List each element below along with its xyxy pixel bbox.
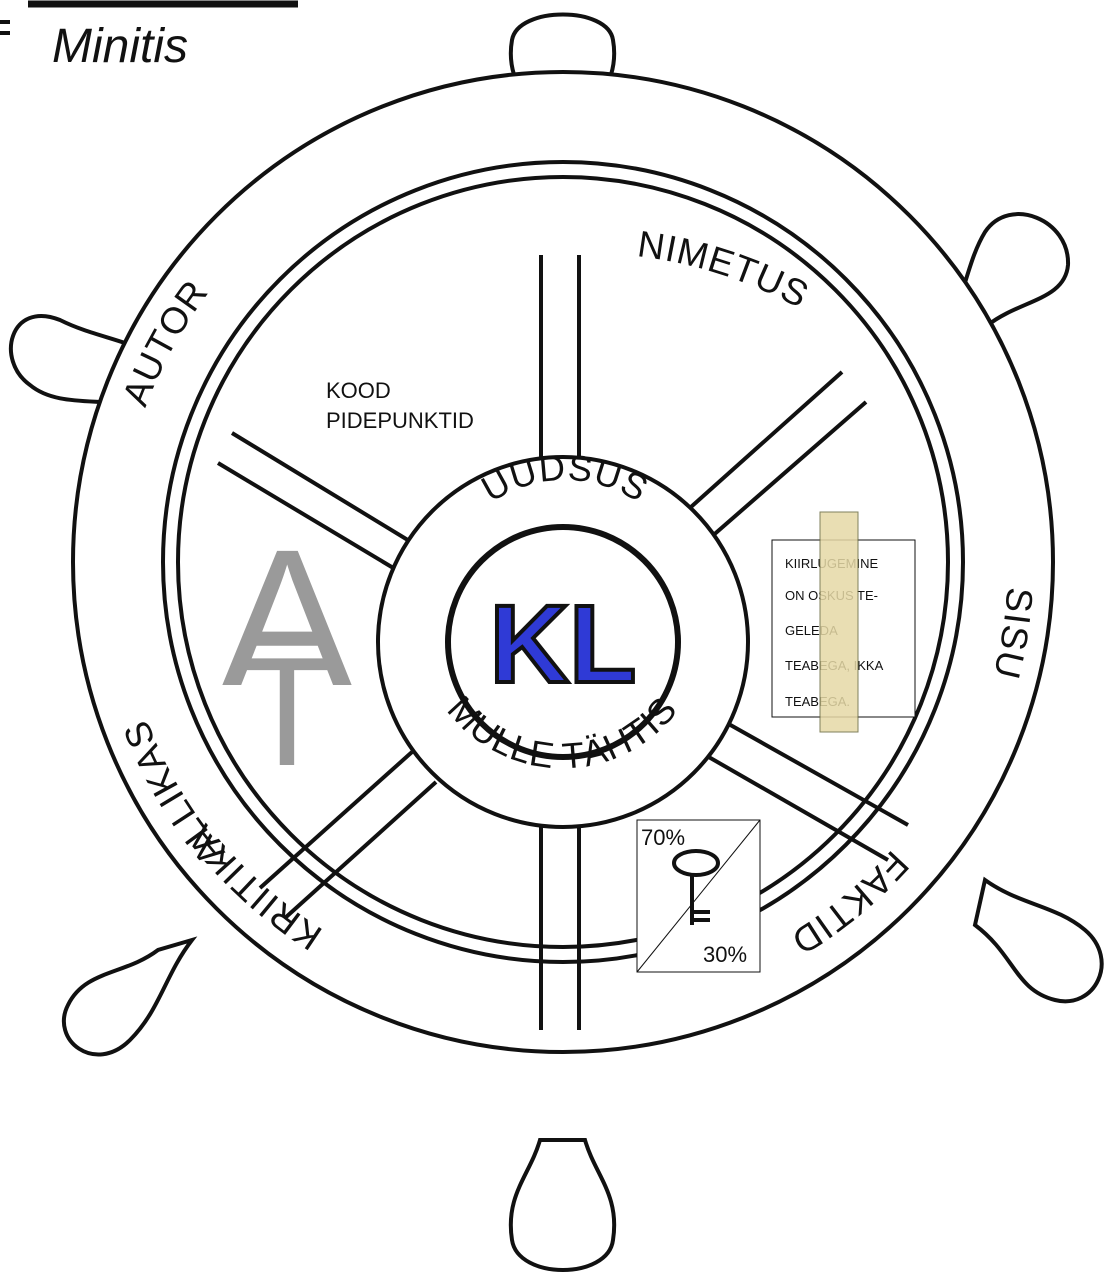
key-box-bottom-percent: 30%	[703, 942, 747, 967]
handle-lower-left	[64, 940, 192, 1054]
reading-guide-strip	[820, 512, 858, 732]
pidepunktid-label: PIDEPUNKTID	[326, 408, 474, 433]
key-box-top-percent: 70%	[641, 825, 685, 850]
kl-logo: KL	[490, 583, 637, 706]
key-ratio-box: 70% 30%	[637, 820, 760, 972]
header-mark	[0, 31, 10, 35]
header-subtitle: Minitis	[52, 20, 188, 73]
at-logo: A T	[222, 509, 352, 798]
kood-label: KOOD	[326, 378, 391, 403]
speed-reading-card: KIIRLUGEMINE ON OSKUS TE- GELEDA TEABEGA…	[772, 512, 915, 732]
at-logo-letter-t: T	[240, 625, 335, 798]
header-mark	[0, 20, 10, 24]
header-fragment: Minitis	[0, 4, 298, 73]
handle-lower-right	[975, 880, 1102, 1001]
handle-bottom	[511, 1140, 614, 1270]
